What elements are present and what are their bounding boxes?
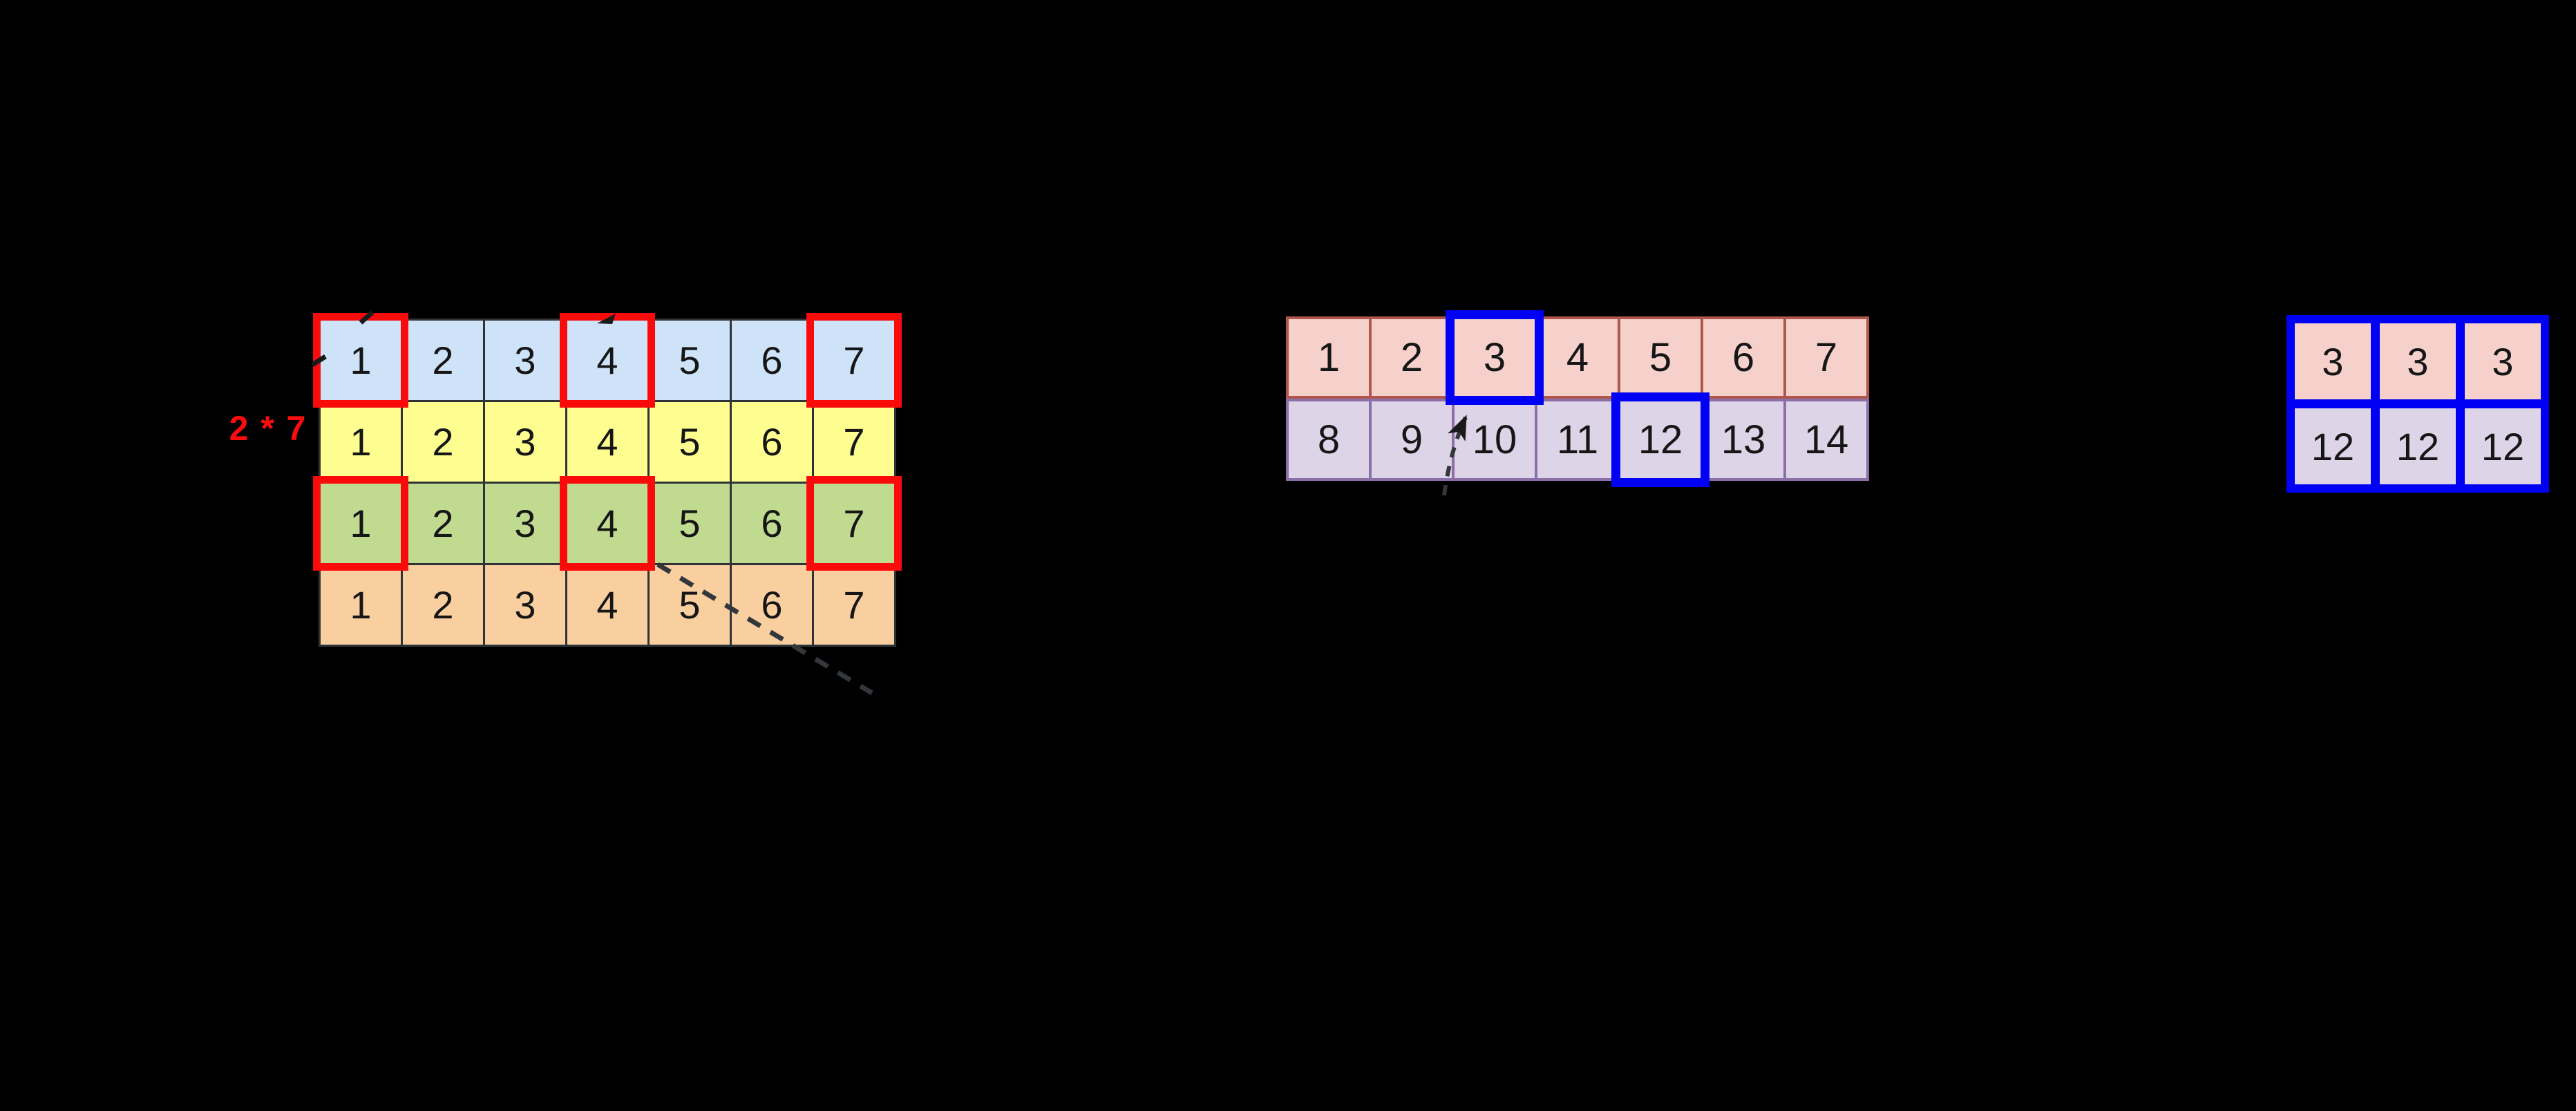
grid-cell: 3	[2380, 323, 2456, 399]
grid-cell: 7	[1786, 319, 1866, 396]
grid-cell: 3	[485, 402, 565, 482]
grid-cell: 3	[1455, 319, 1535, 396]
grid-cell: 5	[650, 565, 730, 645]
grid-cell: 9	[1372, 401, 1452, 478]
grid-cell: 2	[1372, 319, 1452, 396]
grid-cell: 6	[732, 402, 812, 482]
grid-cell: 4	[1537, 319, 1618, 396]
grid-cell: 2	[403, 484, 483, 563]
grid-cell: 12	[2465, 408, 2541, 484]
grid-cell: 2	[403, 321, 483, 400]
grid-cell: 7	[814, 321, 894, 400]
red-highlight-box	[313, 476, 408, 571]
grid-cell: 6	[732, 565, 812, 645]
grid-cell: 5	[650, 321, 730, 400]
grid-cell: 7	[814, 402, 894, 482]
grid-cell: 12	[1620, 401, 1701, 478]
grid-cell: 4	[567, 565, 647, 645]
blue-highlight-box	[1611, 392, 1710, 487]
grid-cell: 11	[1537, 401, 1618, 478]
red-highlight-box	[313, 313, 408, 408]
grid-cell: 10	[1455, 401, 1535, 478]
grid-cell: 6	[1703, 319, 1783, 396]
grid-cell: 6	[732, 484, 812, 563]
red-highlight-box	[806, 313, 902, 408]
grid-cell: 3	[485, 484, 565, 563]
grid-cell: 1	[321, 321, 401, 400]
grid-cell: 1	[321, 402, 401, 482]
grid-cell: 4	[567, 321, 647, 400]
grid-cell: 2	[403, 565, 483, 645]
grid-cell: 7	[814, 484, 894, 563]
red-highlight-box	[560, 313, 655, 408]
grid-cell: 3	[2295, 323, 2371, 399]
flat-array-row-bottom: 8 9 10 11 12 13 14	[1286, 399, 1869, 481]
grid-cell: 12	[2380, 408, 2456, 484]
grid-cell: 3	[485, 565, 565, 645]
result-grid: 3 3 3 12 12 12	[2286, 315, 2549, 493]
grid-cell: 7	[814, 565, 894, 645]
grid-cell: 5	[650, 484, 730, 563]
grid-cell: 4	[567, 402, 647, 482]
grid-cell: 1	[321, 565, 401, 645]
grid-cell: 1	[321, 484, 401, 563]
grid-cell: 2	[403, 402, 483, 482]
grid-cell: 3	[485, 321, 565, 400]
red-highlight-box	[560, 476, 655, 571]
grid-cell: 14	[1786, 401, 1866, 478]
grid-cell: 5	[650, 402, 730, 482]
grid-cell: 12	[2295, 408, 2371, 484]
grid-cell: 3	[2465, 323, 2541, 399]
grid-cell: 5	[1620, 319, 1701, 396]
stride-label: 2 * 7	[229, 409, 307, 448]
stride-grid: 1 2 3 4 5 6 7 1 2 3 4 5 6 7 1 2 3 4 5 6 …	[319, 319, 896, 647]
blue-highlight-box	[1446, 310, 1544, 405]
grid-cell: 13	[1703, 401, 1783, 478]
grid-cell: 6	[732, 321, 812, 400]
flat-array-row-top: 1 2 3 4 5 6 7	[1286, 316, 1869, 399]
grid-cell: 8	[1289, 401, 1369, 478]
grid-cell: 4	[567, 484, 647, 563]
grid-cell: 1	[1289, 319, 1369, 396]
red-highlight-box	[806, 476, 902, 571]
